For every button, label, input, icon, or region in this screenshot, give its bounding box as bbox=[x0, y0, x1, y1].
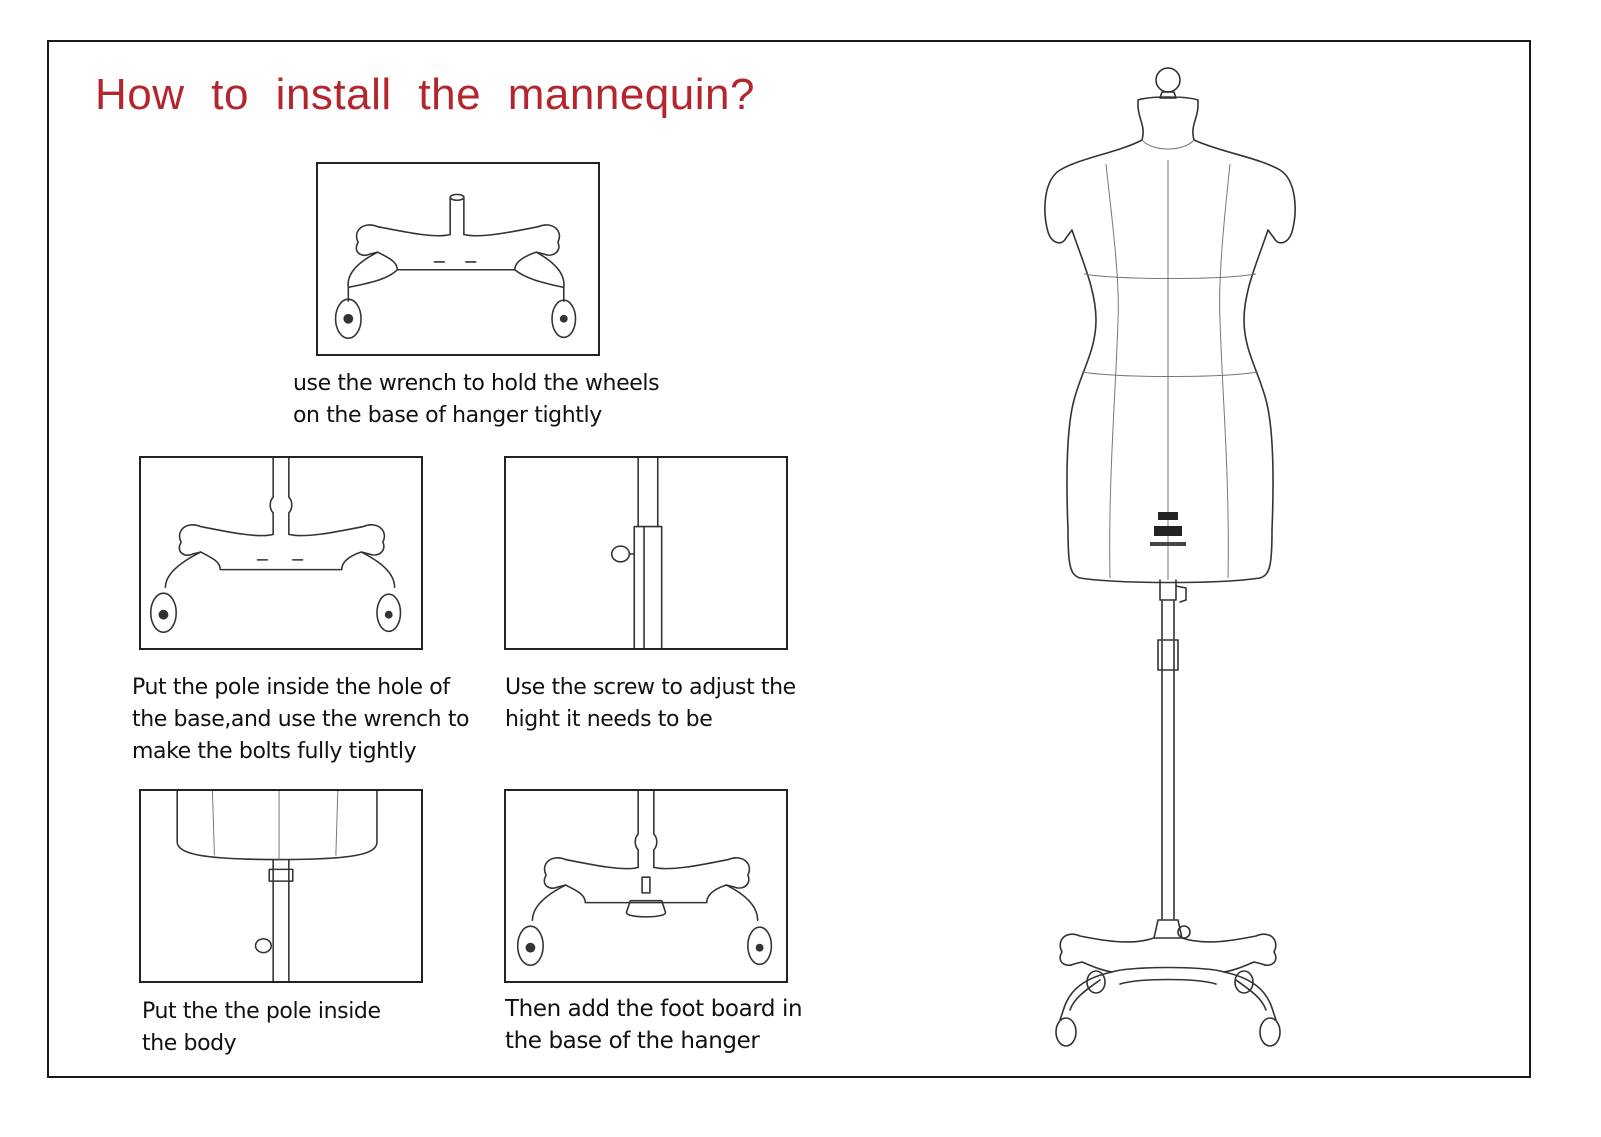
caption-line: the body bbox=[142, 1031, 237, 1056]
dress-form-mannequin-drawing bbox=[1044, 67, 1296, 1047]
caption-line: Put the pole inside the hole of bbox=[132, 675, 450, 700]
caption-line: use the wrench to hold the wheels bbox=[293, 371, 660, 396]
step-footboard-caption: Then add the foot board in the base of t… bbox=[505, 993, 803, 1057]
step-pole-caption: Put the pole inside the hole of the base… bbox=[132, 672, 470, 768]
caption-line: Put the the pole inside bbox=[142, 999, 381, 1024]
step-screw-panel bbox=[504, 456, 788, 650]
step-pole-panel bbox=[139, 456, 423, 650]
page-title: How to install the mannequin? bbox=[95, 70, 755, 119]
caption-line: hight it needs to be bbox=[505, 707, 713, 732]
step-footboard-panel bbox=[504, 789, 788, 983]
caption-line: the base,and use the wrench to bbox=[132, 707, 470, 732]
step-body-caption: Put the the pole inside the body bbox=[142, 996, 381, 1060]
caption-line: Use the screw to adjust the bbox=[505, 675, 796, 700]
step-wheels-caption: use the wrench to hold the wheels on the… bbox=[293, 368, 660, 432]
caption-line: on the base of hanger tightly bbox=[293, 403, 602, 428]
mannequin-illustration bbox=[1000, 60, 1340, 1060]
step-body-panel bbox=[139, 789, 423, 983]
caption-line: Then add the foot board in bbox=[505, 996, 803, 1022]
step-screw-caption: Use the screw to adjust the hight it nee… bbox=[505, 672, 796, 736]
pole-in-base-drawing bbox=[149, 458, 402, 634]
caption-line: make the bolts fully tightly bbox=[132, 739, 417, 764]
pole-screw-drawing bbox=[610, 458, 663, 648]
base-with-wheels-drawing bbox=[334, 193, 577, 340]
caption-line: the base of the hanger bbox=[505, 1028, 760, 1054]
step-wheels-panel bbox=[316, 162, 600, 356]
body-on-pole-drawing bbox=[176, 791, 378, 981]
footboard-base-drawing bbox=[516, 791, 773, 967]
